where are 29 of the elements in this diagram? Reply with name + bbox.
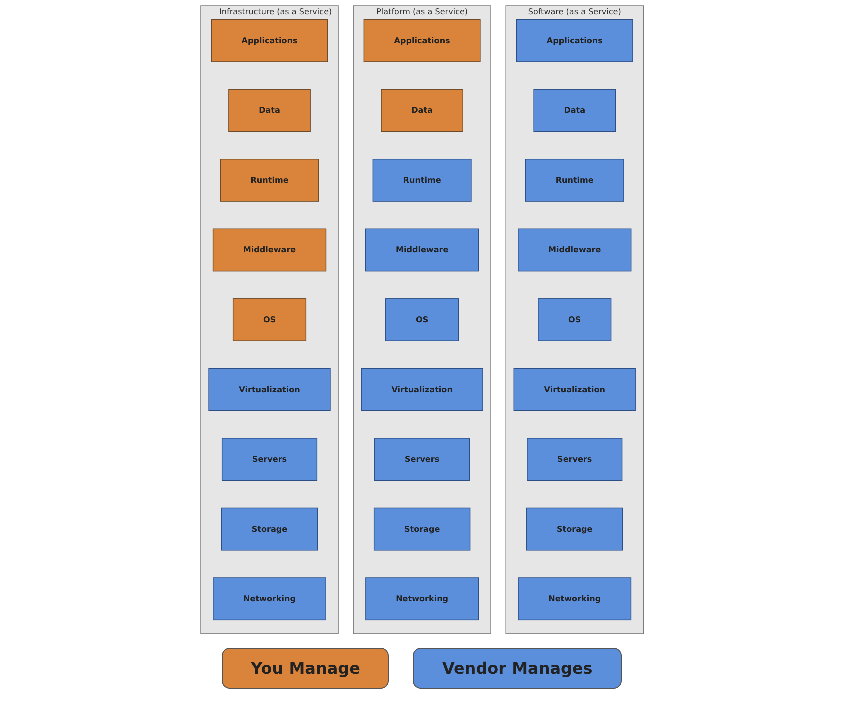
node-box: Storage: [221, 508, 318, 551]
node-box: Runtime: [525, 159, 624, 202]
legend-swatch: Vendor Manages: [413, 648, 622, 689]
node-box: Virtualization: [360, 368, 484, 412]
node-box: Servers: [222, 438, 318, 481]
node-box: Data: [533, 89, 616, 132]
node-box: Applications: [364, 19, 480, 62]
node-box: Middleware: [518, 228, 632, 272]
node-box: Runtime: [220, 159, 319, 202]
node-box: Networking: [518, 578, 632, 621]
node-box: Storage: [526, 508, 623, 551]
node-box: Applications: [210, 19, 328, 62]
node-box: Virtualization: [513, 368, 636, 412]
node-box: Middleware: [365, 228, 479, 272]
node-box: Servers: [374, 438, 470, 481]
node-box: OS: [385, 298, 459, 342]
node-box: OS: [232, 298, 306, 342]
node-box: Runtime: [372, 159, 472, 202]
node-box: Virtualization: [208, 368, 331, 412]
node-box: Networking: [212, 578, 326, 621]
node-box: Applications: [516, 19, 634, 62]
node-box: Servers: [526, 438, 622, 481]
node-box: Data: [380, 89, 464, 132]
node-box: Networking: [365, 578, 479, 621]
node-box: Data: [228, 89, 311, 132]
legend-swatch: You Manage: [222, 648, 390, 689]
node-box: Storage: [374, 508, 470, 551]
node-box: OS: [538, 298, 612, 342]
node-box: Middleware: [212, 228, 326, 272]
